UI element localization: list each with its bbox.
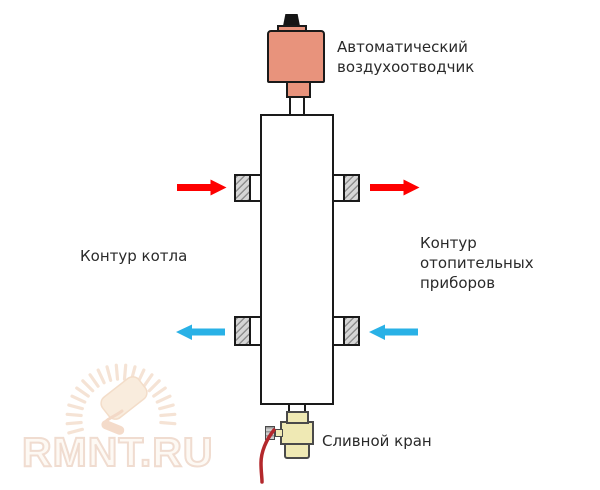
drain-valve-fitting [265, 426, 275, 440]
flange-hatch [236, 176, 251, 200]
flange-bore [251, 176, 260, 200]
port-supply-out [332, 174, 360, 202]
flange-bore [251, 318, 260, 344]
air-vent-pipe [289, 96, 305, 116]
drain-valve-body [280, 421, 314, 445]
drain-valve-label: Сливной кран [322, 432, 432, 450]
air-vent-collar [277, 25, 307, 32]
boiler-circuit-label: Контур котла [80, 247, 188, 265]
air-vent-neck [286, 81, 311, 98]
flange-bore [334, 318, 343, 344]
air-vent-label: Автоматический воздухоотводчик [337, 38, 475, 76]
paint-roller-icon [100, 376, 148, 420]
flange-bore [334, 176, 343, 200]
flange-hatch [236, 318, 251, 344]
drain-valve-top [286, 411, 309, 424]
return-arrow-out [176, 324, 225, 340]
return-arrow-in [369, 324, 418, 340]
separator-body [260, 114, 334, 405]
heating-circuit-label: Контур отопительных приборов [420, 234, 534, 292]
drain-valve-stub [275, 429, 283, 437]
paint-roller-handle-icon [102, 409, 124, 426]
flange-hatch [343, 176, 358, 200]
supply-arrow-in [177, 179, 227, 196]
port-supply-in [234, 174, 262, 202]
air-vent-cap [283, 14, 300, 26]
flange-hatch [343, 318, 358, 344]
port-return-out [234, 316, 262, 346]
drain-pipe [288, 405, 306, 413]
air-vent-body [267, 30, 325, 83]
watermark-text: RMNT.RU [21, 428, 214, 476]
supply-arrow-out [370, 179, 420, 196]
drain-valve-bottom [284, 443, 310, 459]
port-return-in [332, 316, 360, 346]
